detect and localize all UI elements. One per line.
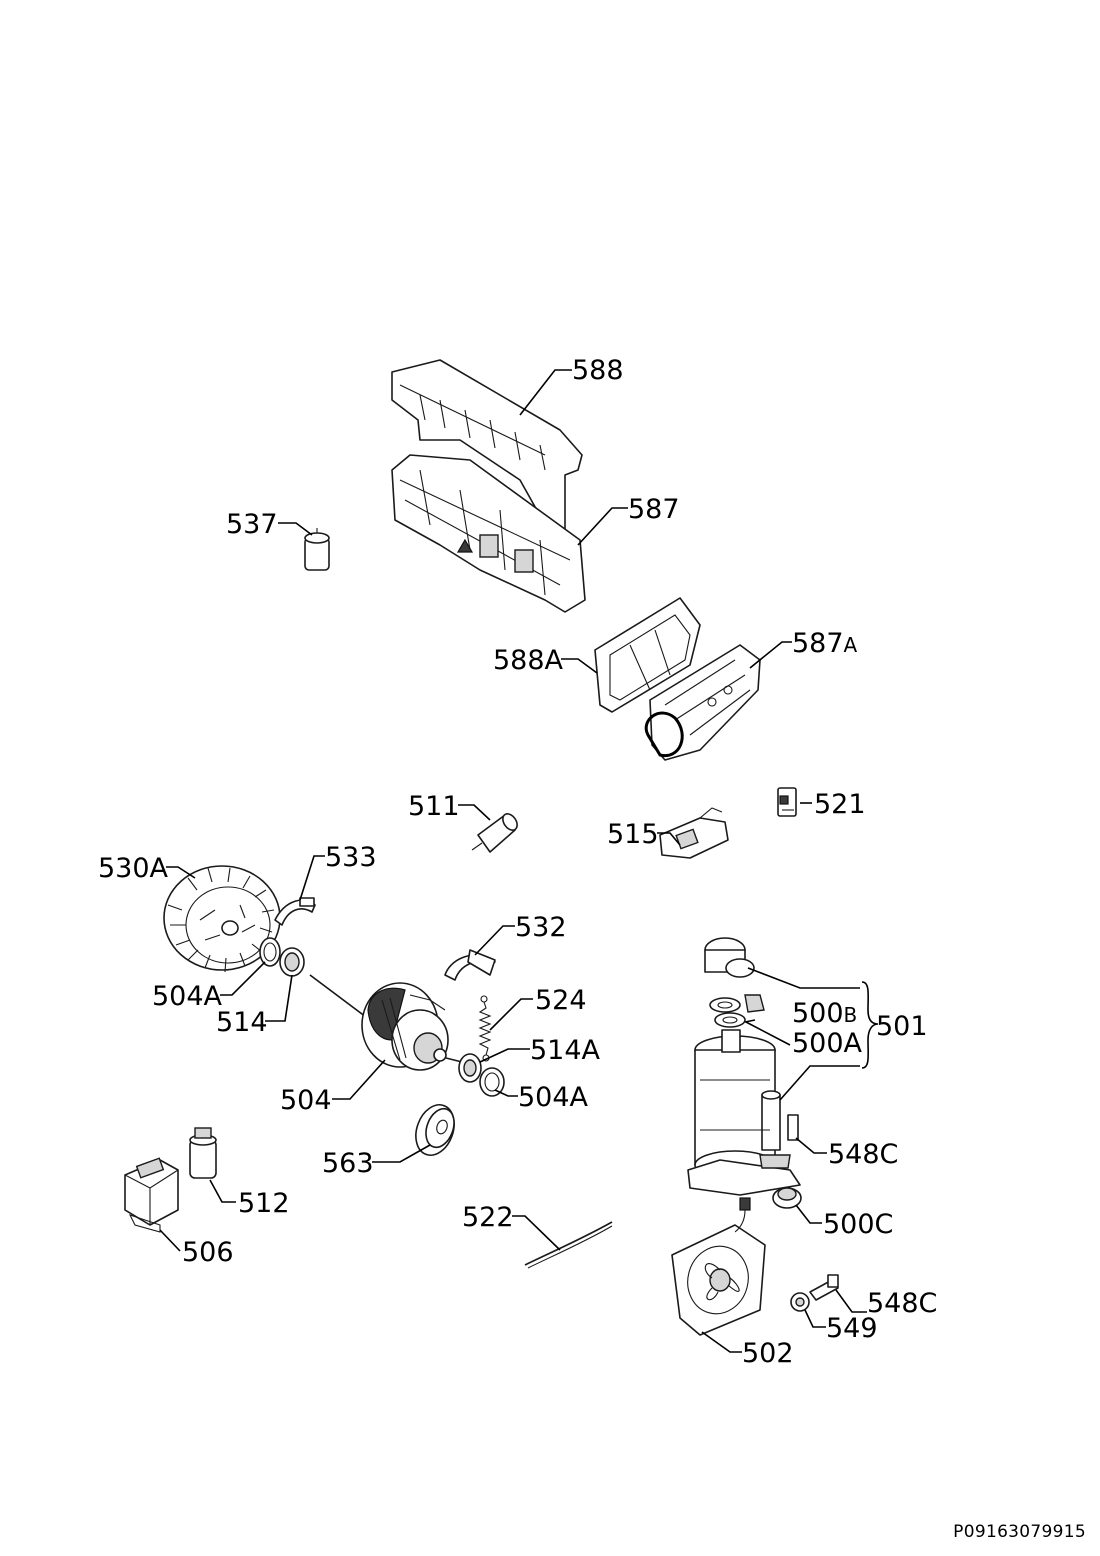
part-530A-blower-wheel	[163, 865, 281, 973]
part-549-nut	[790, 1292, 810, 1312]
label-515: 515	[607, 819, 659, 850]
part-548C-top-valve	[787, 1114, 799, 1141]
part-515-door-switch	[659, 807, 729, 859]
label-522: 522	[462, 1202, 514, 1233]
label-587A: 587A	[792, 628, 858, 659]
label-501: 501	[876, 1011, 928, 1042]
label-514: 514	[216, 1007, 268, 1038]
part-524-spring	[478, 995, 492, 1062]
part-500C-grommet	[772, 1187, 802, 1209]
leader-lines	[159, 369, 879, 1353]
part-522-wire	[524, 1221, 613, 1269]
part-511-capacitor	[471, 813, 518, 853]
part-504-motor	[309, 974, 463, 1071]
label-563: 563	[322, 1148, 374, 1179]
part-502-fan	[671, 1197, 766, 1336]
part-514-left-seal	[279, 947, 305, 977]
label-537: 537	[226, 509, 278, 540]
part-500B-top	[704, 937, 765, 1013]
label-548C-top: 548C	[828, 1139, 898, 1170]
callout-labels: 588 587 537 588A 587A 511 515 521 530A 5…	[98, 355, 937, 1369]
label-512: 512	[238, 1188, 290, 1219]
part-548C-bottom-valve	[809, 1274, 839, 1301]
label-532: 532	[515, 912, 567, 943]
label-500A: 500A	[792, 1028, 863, 1059]
label-588: 588	[572, 355, 624, 386]
label-548C-bottom: 548C	[867, 1288, 937, 1319]
label-587: 587	[628, 494, 680, 525]
label-588A: 588A	[493, 645, 564, 676]
label-502: 502	[742, 1338, 794, 1369]
label-524: 524	[535, 985, 587, 1016]
document-code: P09163079915	[953, 1522, 1086, 1542]
label-533: 533	[325, 842, 377, 873]
part-587-board	[391, 454, 586, 613]
part-512-capacitor	[189, 1127, 217, 1179]
label-506: 506	[182, 1237, 234, 1268]
part-521-sensor	[777, 787, 797, 817]
label-549: 549	[826, 1313, 878, 1344]
part-504A-left-ring	[259, 937, 281, 967]
part-563-pulley	[415, 1104, 455, 1156]
part-500A-washer	[709, 997, 746, 1028]
part-588A-gasket-frame	[594, 597, 701, 713]
part-587A-display-board	[644, 644, 761, 761]
label-521: 521	[814, 789, 866, 820]
label-504: 504	[280, 1085, 332, 1116]
label-511: 511	[408, 791, 460, 822]
label-500C: 500C	[823, 1209, 893, 1240]
part-504A-right-ring	[479, 1067, 505, 1097]
part-537-capacitor	[304, 528, 330, 571]
part-514A-seal	[458, 1053, 482, 1083]
label-500B: 500B	[792, 998, 857, 1029]
label-530A: 530A	[98, 853, 169, 884]
label-514A: 514A	[530, 1035, 601, 1066]
part-532-shield	[444, 949, 496, 981]
part-533-clamp	[274, 897, 316, 926]
part-compressor	[687, 1029, 801, 1196]
label-504A-left: 504A	[152, 981, 223, 1012]
label-504A-right: 504A	[518, 1082, 589, 1113]
part-506-pump	[124, 1157, 179, 1233]
